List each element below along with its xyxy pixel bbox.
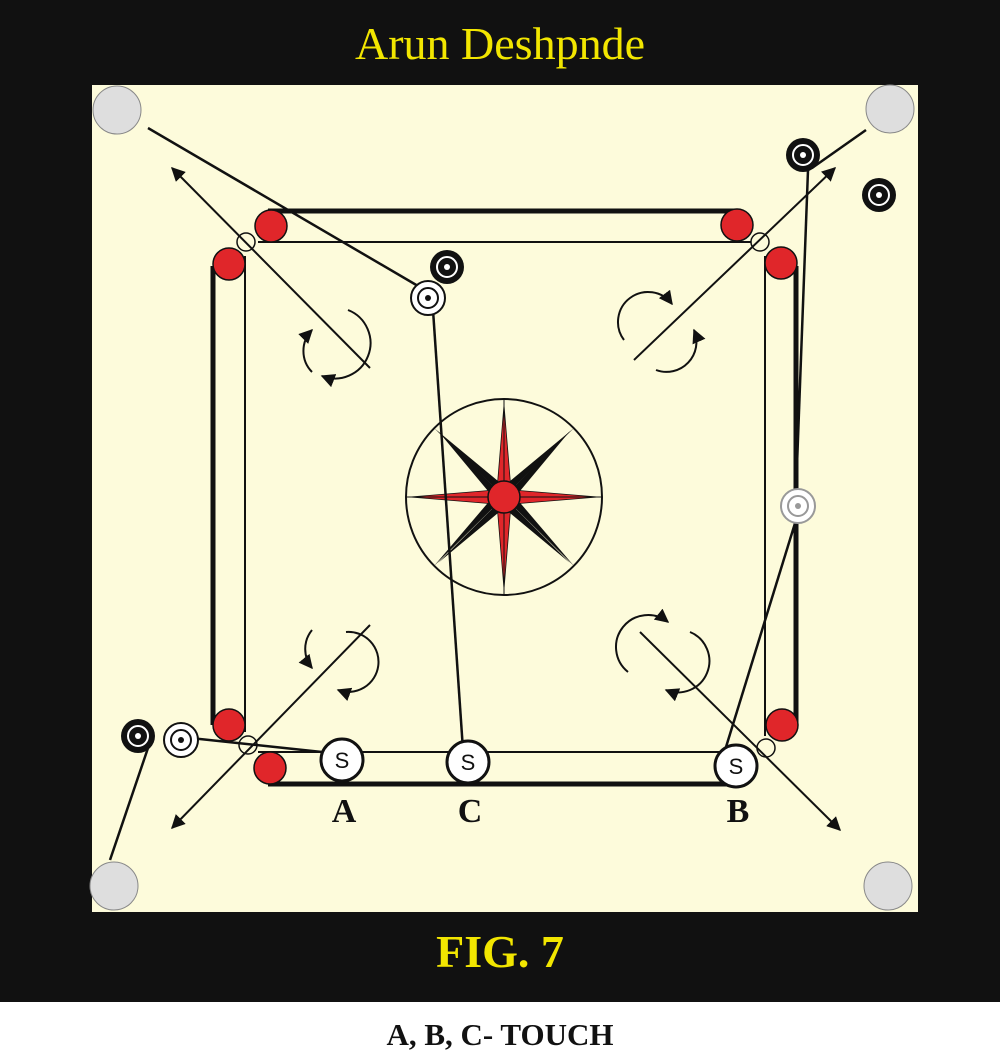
carrom-board-diagram: S S S A C B xyxy=(89,84,918,912)
caption: A, B, C- TOUCH xyxy=(386,1017,614,1052)
striker-b-glyph: S xyxy=(729,754,744,779)
black-coins xyxy=(121,138,896,753)
white-coin xyxy=(780,488,816,524)
pocket-bottom-right xyxy=(863,861,913,911)
author-title: Arun Deshpnde xyxy=(355,18,645,69)
pocket-bottom-left xyxy=(89,861,139,911)
black-coin xyxy=(862,178,896,212)
black-coin xyxy=(121,719,155,753)
striker-a: S xyxy=(319,737,365,783)
white-coins xyxy=(163,280,816,758)
baselines xyxy=(210,208,799,787)
white-coin xyxy=(410,280,446,316)
rotation-arrows xyxy=(298,289,711,702)
pocket-top-right xyxy=(865,84,915,134)
white-coin xyxy=(163,722,199,758)
shot-paths xyxy=(108,126,867,861)
black-coin xyxy=(786,138,820,172)
black-coin xyxy=(430,250,464,284)
pocket-top-left xyxy=(92,85,142,135)
diagonal-arrows xyxy=(171,167,841,831)
base-corner-circles xyxy=(236,232,776,758)
striker-c: S xyxy=(445,739,491,785)
striker-b: S xyxy=(713,743,759,789)
shot-label-b: B xyxy=(727,793,750,830)
figure-label: FIG. 7 xyxy=(436,926,564,977)
striker-c-glyph: S xyxy=(461,750,476,775)
shot-label-c: C xyxy=(458,793,483,830)
striker-a-glyph: S xyxy=(335,748,350,773)
shot-label-a: A xyxy=(332,793,357,830)
base-red-markers xyxy=(212,208,799,785)
center-star xyxy=(405,398,603,596)
